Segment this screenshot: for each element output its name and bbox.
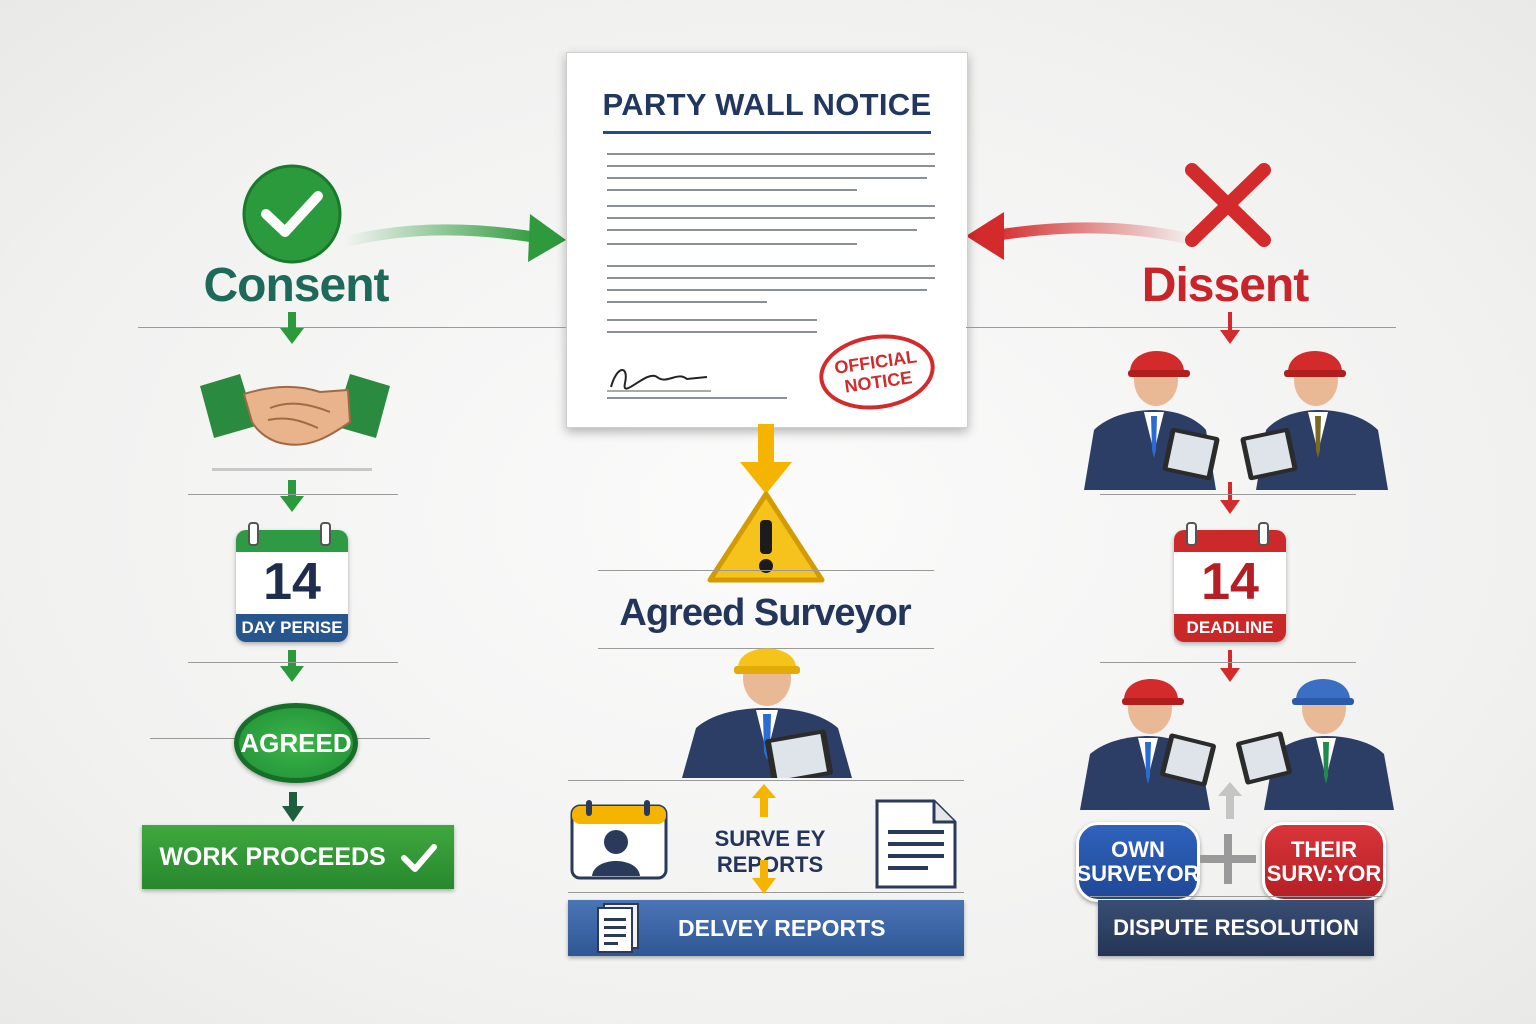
delivery-reports-banner: DELVEY REPORTS bbox=[568, 900, 964, 956]
calendar-icon: 14 DEADLINE bbox=[1174, 530, 1286, 642]
down-arrow-icon bbox=[1220, 312, 1240, 344]
up-arrow-icon bbox=[1218, 782, 1242, 819]
calendar-number: 14 bbox=[1201, 553, 1259, 611]
divider-line bbox=[598, 570, 934, 571]
divider-line bbox=[188, 662, 398, 663]
notice-title-rule bbox=[603, 131, 931, 134]
calendar-person-icon bbox=[570, 800, 668, 880]
warning-icon bbox=[707, 491, 825, 583]
their-surveyor-badge: THEIR SURV:YOR bbox=[1262, 822, 1386, 902]
signature-icon bbox=[607, 369, 711, 392]
official-notice-stamp: OFFICIAL NOTICE bbox=[814, 327, 940, 417]
divider-line bbox=[1100, 662, 1356, 663]
down-arrow-icon bbox=[1220, 482, 1240, 514]
document-stack-icon bbox=[597, 903, 639, 953]
document-icon bbox=[875, 799, 957, 889]
down-arrow-icon bbox=[1220, 650, 1240, 682]
delivery-reports-label: DELVEY REPORTS bbox=[678, 915, 886, 941]
divider-line bbox=[598, 648, 934, 649]
dispute-resolution-banner: DISPUTE RESOLUTION bbox=[1098, 900, 1374, 956]
survey-reports-label: SURVE EY REPORTS bbox=[714, 826, 826, 877]
dissent-to-notice-arrow bbox=[966, 212, 1196, 260]
calendar-label: DEADLINE bbox=[1174, 614, 1286, 642]
signature-caption-line bbox=[607, 397, 787, 399]
down-arrow-icon bbox=[280, 480, 304, 512]
down-arrow-icon bbox=[740, 424, 792, 494]
calendar-number: 14 bbox=[263, 553, 321, 611]
divider-line bbox=[568, 892, 964, 893]
agreed-badge: AGREED bbox=[234, 703, 358, 783]
plus-icon bbox=[1200, 834, 1256, 884]
work-proceeds-label: WORK PROCEEDS bbox=[159, 843, 386, 871]
divider-line bbox=[966, 327, 1396, 328]
checkmark-icon bbox=[400, 844, 437, 873]
check-circle-icon bbox=[242, 164, 342, 264]
surveyor-icon bbox=[682, 648, 852, 778]
down-arrow-icon bbox=[282, 792, 304, 822]
down-arrow-icon bbox=[752, 860, 776, 894]
calendar-label: DAY PERISE bbox=[236, 614, 348, 642]
cross-icon bbox=[1185, 163, 1271, 247]
agreed-surveyor-heading: Agreed Surveyor bbox=[619, 592, 911, 634]
handshake-icon bbox=[200, 374, 390, 446]
divider-line bbox=[212, 468, 372, 471]
consent-heading: Consent bbox=[203, 259, 390, 312]
work-proceeds-banner: WORK PROCEEDS bbox=[142, 825, 454, 889]
surveyors-meeting-icon bbox=[1084, 351, 1388, 490]
divider-line bbox=[1100, 494, 1356, 495]
down-arrow-icon bbox=[280, 312, 304, 344]
up-arrow-icon bbox=[752, 784, 776, 817]
party-wall-notice-document: PARTY WALL NOTICE OFFICIAL NOTICE bbox=[566, 52, 968, 428]
divider-line bbox=[1090, 896, 1382, 897]
divider-line bbox=[568, 780, 964, 781]
two-surveyors-icon bbox=[1080, 679, 1394, 810]
divider-line bbox=[188, 494, 398, 495]
notice-title: PARTY WALL NOTICE bbox=[602, 87, 932, 122]
consent-to-notice-arrow bbox=[343, 214, 566, 262]
down-arrow-icon bbox=[280, 650, 304, 682]
divider-line bbox=[138, 327, 566, 328]
calendar-icon: 14 DAY PERISE bbox=[236, 530, 348, 642]
own-surveyor-badge: OWN SURVEYOR bbox=[1076, 822, 1200, 902]
dissent-heading: Dissent bbox=[1141, 259, 1309, 312]
